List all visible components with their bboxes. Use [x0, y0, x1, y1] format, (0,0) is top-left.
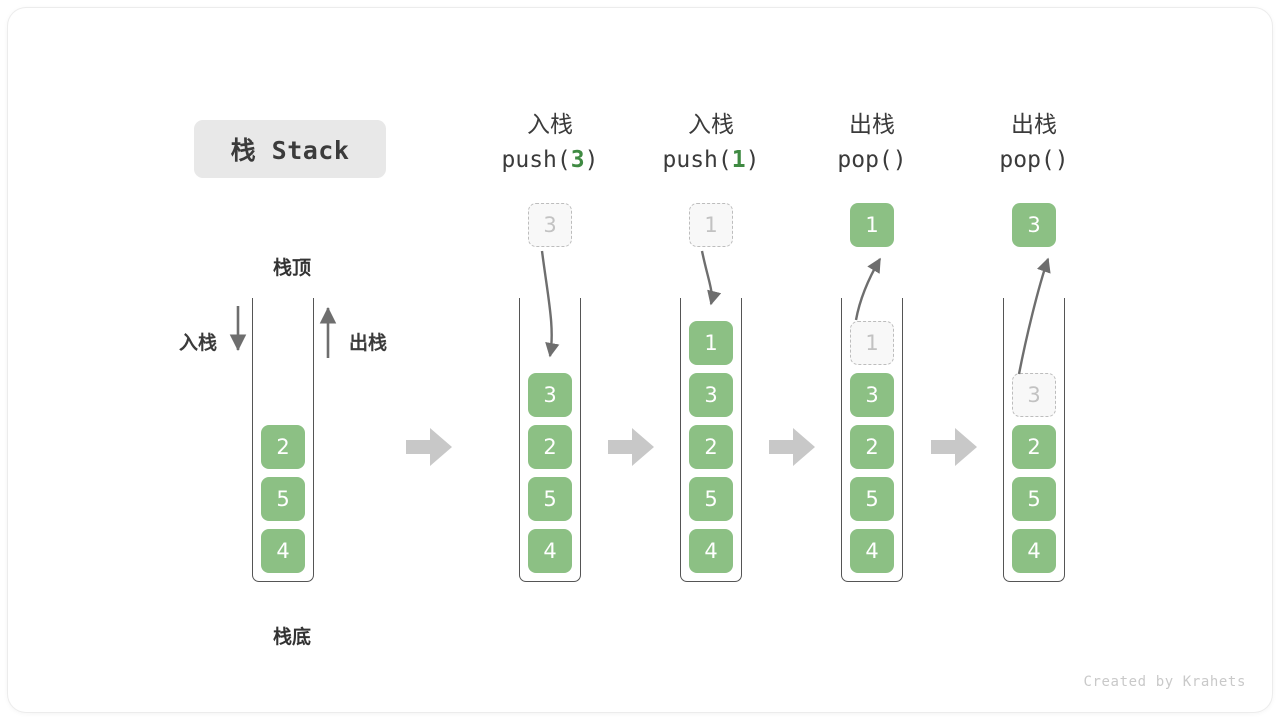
column-header: 出栈 pop(): [791, 108, 953, 178]
floating-popped-cell: 1: [850, 203, 894, 247]
code-prefix: push(: [501, 147, 571, 173]
page-title-text: 栈 Stack: [230, 136, 350, 165]
code-prefix: push(: [662, 147, 732, 173]
stack-cell: 2: [689, 425, 733, 469]
stack-cell: 4: [689, 529, 733, 573]
stack-cell: 1: [689, 321, 733, 365]
stack-cell-ghost: 3: [1012, 373, 1056, 417]
stack-column-pop-3: 出栈 pop() 3 3 2 5 4: [999, 8, 1069, 712]
code-suffix: ): [745, 147, 760, 173]
transition-arrow-icon: [608, 428, 654, 466]
stack-cell-ghost: 1: [850, 321, 894, 365]
stack-cell: 3: [850, 373, 894, 417]
code-argument: 3: [570, 147, 585, 173]
column-header-cn: 出栈: [1011, 112, 1057, 138]
stack-column-push-3: 入栈 push(3) 3 3 2 5 4: [502, 8, 598, 712]
stack-cell: 4: [850, 529, 894, 573]
code-suffix: ): [1054, 147, 1069, 173]
stack-cell: 2: [1012, 425, 1056, 469]
column-header-code: pop(): [953, 142, 1115, 178]
transition-arrow-icon: [406, 428, 452, 466]
stack-container: [252, 298, 314, 582]
floating-ghost-cell: 1: [689, 203, 733, 247]
column-header-cn: 入栈: [688, 112, 734, 138]
stack-cell: 3: [689, 373, 733, 417]
code-prefix: pop(: [837, 147, 893, 173]
transition-arrow-icon: [769, 428, 815, 466]
stack-container: [680, 298, 742, 582]
column-header-cn: 出栈: [849, 112, 895, 138]
stack-cell: 5: [528, 477, 572, 521]
stack-cell: 5: [1012, 477, 1056, 521]
stack-cell: 5: [689, 477, 733, 521]
code-prefix: pop(: [999, 147, 1055, 173]
stack-cell: 5: [261, 477, 305, 521]
column-header: 出栈 pop(): [953, 108, 1115, 178]
stack-cell: 2: [850, 425, 894, 469]
code-suffix: ): [892, 147, 907, 173]
diagram-card: 栈 Stack 栈顶 栈底 入栈 出栈 2 5 4 入栈 push(3) 3 3…: [8, 8, 1272, 712]
column-header-code: push(1): [630, 142, 792, 178]
stack-cell: 2: [261, 425, 305, 469]
floating-popped-cell: 3: [1012, 203, 1056, 247]
transition-arrow-icon: [931, 428, 977, 466]
column-header: 入栈 push(1): [630, 108, 792, 178]
stack-container: [841, 298, 903, 582]
stack-column-push-1: 入栈 push(1) 1 1 3 2 5 4: [663, 8, 759, 712]
stack-container: [519, 298, 581, 582]
stack-cell: 4: [261, 529, 305, 573]
stack-column-pop-1: 出栈 pop() 1 1 3 2 5 4: [837, 8, 907, 712]
stack-cell: 4: [528, 529, 572, 573]
stack-top-label: 栈顶: [272, 257, 311, 279]
stack-cell: 4: [1012, 529, 1056, 573]
floating-ghost-cell: 3: [528, 203, 572, 247]
page-title: 栈 Stack: [194, 120, 386, 178]
stack-bottom-label: 栈底: [272, 626, 311, 648]
stack-column-initial: 2 5 4: [252, 8, 314, 712]
column-header-cn: 入栈: [527, 112, 573, 138]
stack-cell: 2: [528, 425, 572, 469]
credit-text: Created by Krahets: [1083, 674, 1246, 690]
column-header-code: push(3): [469, 142, 631, 178]
column-header: 入栈 push(3): [469, 108, 631, 178]
code-suffix: ): [584, 147, 599, 173]
push-side-label: 入栈: [179, 332, 218, 354]
pop-side-label: 出栈: [349, 332, 388, 354]
stack-cell: 5: [850, 477, 894, 521]
stack-container: [1003, 298, 1065, 582]
code-argument: 1: [731, 147, 746, 173]
column-header-code: pop(): [791, 142, 953, 178]
stack-cell: 3: [528, 373, 572, 417]
